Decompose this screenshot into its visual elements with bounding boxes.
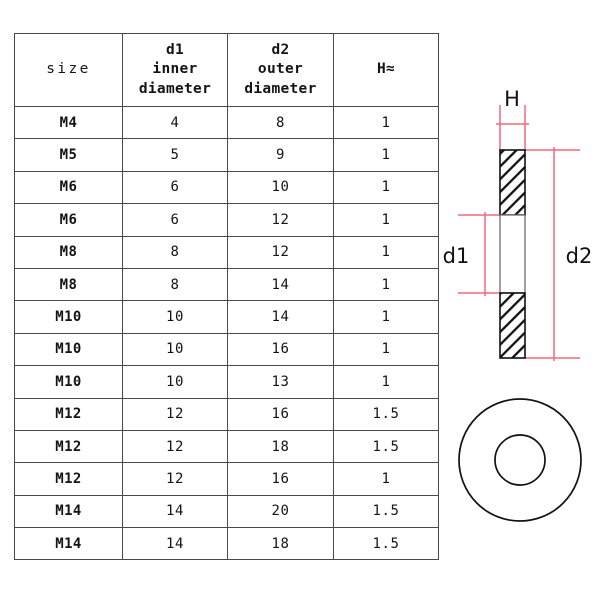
table-cell-size: M5 — [14, 138, 123, 172]
column-header-d1-line-3: diameter — [138, 80, 212, 97]
table-cell-h: 1 — [333, 300, 439, 334]
column-header-d2-line-2: outer — [257, 61, 304, 78]
washer-bore-gap — [499, 214, 526, 294]
table-cell-size: M10 — [14, 365, 123, 399]
table-cell-d2: 16 — [227, 462, 334, 496]
table-cell-size: M6 — [14, 203, 123, 237]
dimension-lines-group — [458, 105, 580, 361]
table-cell-size: M10 — [14, 300, 123, 334]
table-cell-d2: 16 — [227, 332, 334, 367]
table-cell-d2: 20 — [227, 494, 334, 529]
table-cell-size: M8 — [14, 267, 123, 302]
table-cell-d1: 4 — [122, 105, 228, 140]
column-header-size-line-1: size — [46, 61, 91, 78]
d2-dimension-label: d2 — [566, 244, 593, 268]
table-cell-d2: 10 — [227, 170, 334, 205]
table-cell-h: 1 — [333, 365, 439, 399]
column-header-d2-line-3: diameter — [244, 80, 317, 97]
table-cell-d1: 10 — [122, 365, 228, 399]
table-cell-h: 1 — [333, 105, 439, 140]
washer-lower-flank-hatched — [499, 292, 526, 359]
washer-inner-bore-circle — [494, 434, 546, 486]
column-header-d1-line-2: inner — [152, 61, 198, 78]
table-cell-d1: 6 — [122, 203, 228, 237]
table-cell-d2: 14 — [227, 300, 334, 334]
table-cell-d2: 18 — [227, 429, 334, 464]
table-cell-d1: 10 — [122, 300, 228, 334]
table-cell-d2: 9 — [227, 138, 334, 172]
table-cell-d1: 12 — [122, 462, 228, 496]
table-cell-size: M14 — [14, 494, 123, 529]
table-cell-h: 1 — [333, 267, 439, 302]
table-header: size d1 inner diameter d2 outer diameter… — [14, 33, 439, 107]
table-cell-h: 1.5 — [333, 397, 439, 431]
table-cell-size: M12 — [14, 429, 123, 464]
table-cell-d1: 12 — [122, 397, 228, 431]
table-cell-d2: 12 — [227, 235, 334, 269]
table-cell-d2: 16 — [227, 397, 334, 431]
table-cell-d1: 6 — [122, 170, 228, 205]
table-cell-d2: 12 — [227, 203, 334, 237]
table-cell-size: M10 — [14, 332, 123, 367]
column-header-h: H≈ — [333, 33, 439, 107]
table-cell-h: 1 — [333, 170, 439, 205]
table-cell-size: M12 — [14, 462, 123, 496]
column-header-h-line-1: H≈ — [376, 61, 396, 78]
table-cell-h: 1 — [333, 462, 439, 496]
table-cell-h: 1 — [333, 138, 439, 172]
washer-spec-table: size d1 inner diameter d2 outer diameter… — [14, 33, 439, 561]
table-cell-size: M4 — [14, 105, 123, 140]
table-cell-d2: 14 — [227, 267, 334, 302]
d1-dimension-label: d1 — [443, 244, 470, 268]
washer-top-view — [458, 398, 582, 522]
table-cell-d1: 14 — [122, 527, 228, 561]
column-header-d2: d2 outer diameter — [227, 33, 334, 107]
drawing-panel: H d1 d2 — [440, 85, 600, 545]
table-cell-size: M8 — [14, 235, 123, 269]
column-header-d1: d1 inner diameter — [122, 33, 228, 107]
table-cell-h: 1 — [333, 332, 439, 367]
table-cell-size: M14 — [14, 527, 123, 561]
table-cell-d1: 14 — [122, 494, 228, 529]
table-cell-h: 1.5 — [333, 494, 439, 529]
table-cell-size: M12 — [14, 397, 123, 431]
washer-upper-flank-hatched — [499, 149, 526, 216]
h-dimension-label: H — [504, 87, 520, 111]
table-cell-h: 1 — [333, 203, 439, 237]
table-header-row: size d1 inner diameter d2 outer diameter… — [14, 33, 439, 107]
table-cell-d2: 8 — [227, 105, 334, 140]
column-header-d1-line-1: d1 — [165, 42, 185, 59]
column-header-size: size — [14, 33, 123, 107]
table-cell-d1: 12 — [122, 429, 228, 464]
table-cell-h: 1 — [333, 235, 439, 269]
table-cell-h: 1.5 — [333, 429, 439, 464]
table-cell-d2: 13 — [227, 365, 334, 399]
washer-cross-section-view: H d1 d2 — [443, 87, 593, 361]
table-cell-d2: 18 — [227, 527, 334, 561]
column-header-d2-line-1: d2 — [271, 42, 290, 59]
washer-body-group — [499, 149, 526, 359]
table-cell-d1: 8 — [122, 267, 228, 302]
table-cell-h: 1.5 — [333, 527, 439, 561]
table-cell-d1: 10 — [122, 332, 228, 367]
table-cell-size: M6 — [14, 170, 123, 205]
table-cell-d1: 5 — [122, 138, 228, 172]
table-cell-d1: 8 — [122, 235, 228, 269]
